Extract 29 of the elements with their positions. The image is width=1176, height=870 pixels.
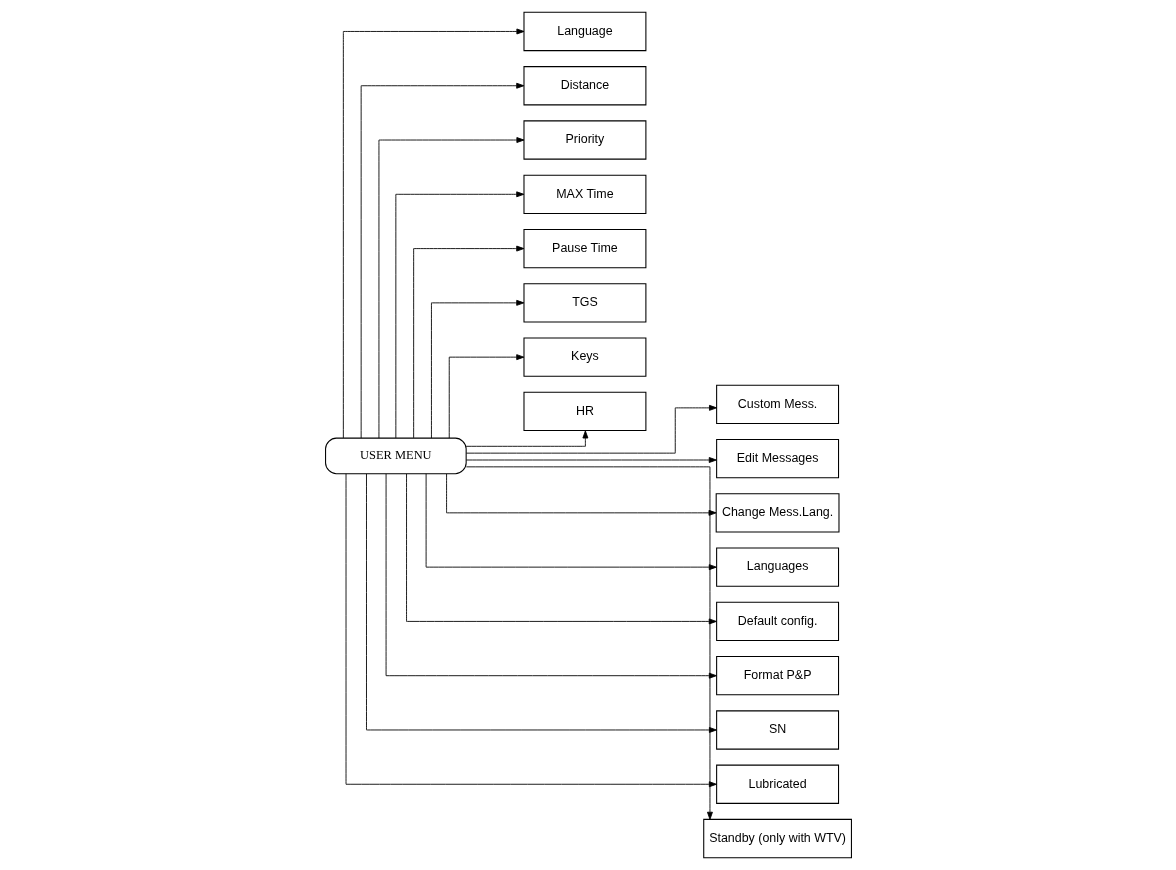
arrow <box>412 245 524 439</box>
node-box: Default config. <box>715 601 839 642</box>
node-box: Pause Time <box>522 228 646 269</box>
node-box: Change Mess.Lang. <box>715 493 839 533</box>
node-box: USER MENU <box>324 437 467 475</box>
arrow <box>394 191 524 439</box>
node-box: Edit Messages <box>715 438 839 479</box>
node-box: Keys <box>522 337 646 377</box>
node-box: Priority <box>522 120 646 160</box>
node-box: Custom Mess. <box>715 384 839 424</box>
arrow <box>360 82 524 439</box>
node-box: Standby (only with WTV) <box>702 818 852 859</box>
arrow <box>465 457 717 463</box>
arrow <box>430 299 524 439</box>
node-box: Distance <box>522 66 646 106</box>
node-box: Format P&P <box>715 656 839 696</box>
arrow <box>448 354 524 439</box>
arrow <box>465 430 588 447</box>
node-box: Language <box>522 11 646 52</box>
node-box: HR <box>522 391 646 432</box>
arrow <box>465 466 713 820</box>
arrow <box>378 137 524 439</box>
node-box: MAX Time <box>522 174 646 214</box>
arrow <box>342 28 524 439</box>
node-box: Languages <box>715 547 839 587</box>
node-box: SN <box>715 710 839 750</box>
arrow <box>465 404 717 454</box>
node-box: Lubricated <box>715 764 839 804</box>
node-box: TGS <box>522 283 646 323</box>
